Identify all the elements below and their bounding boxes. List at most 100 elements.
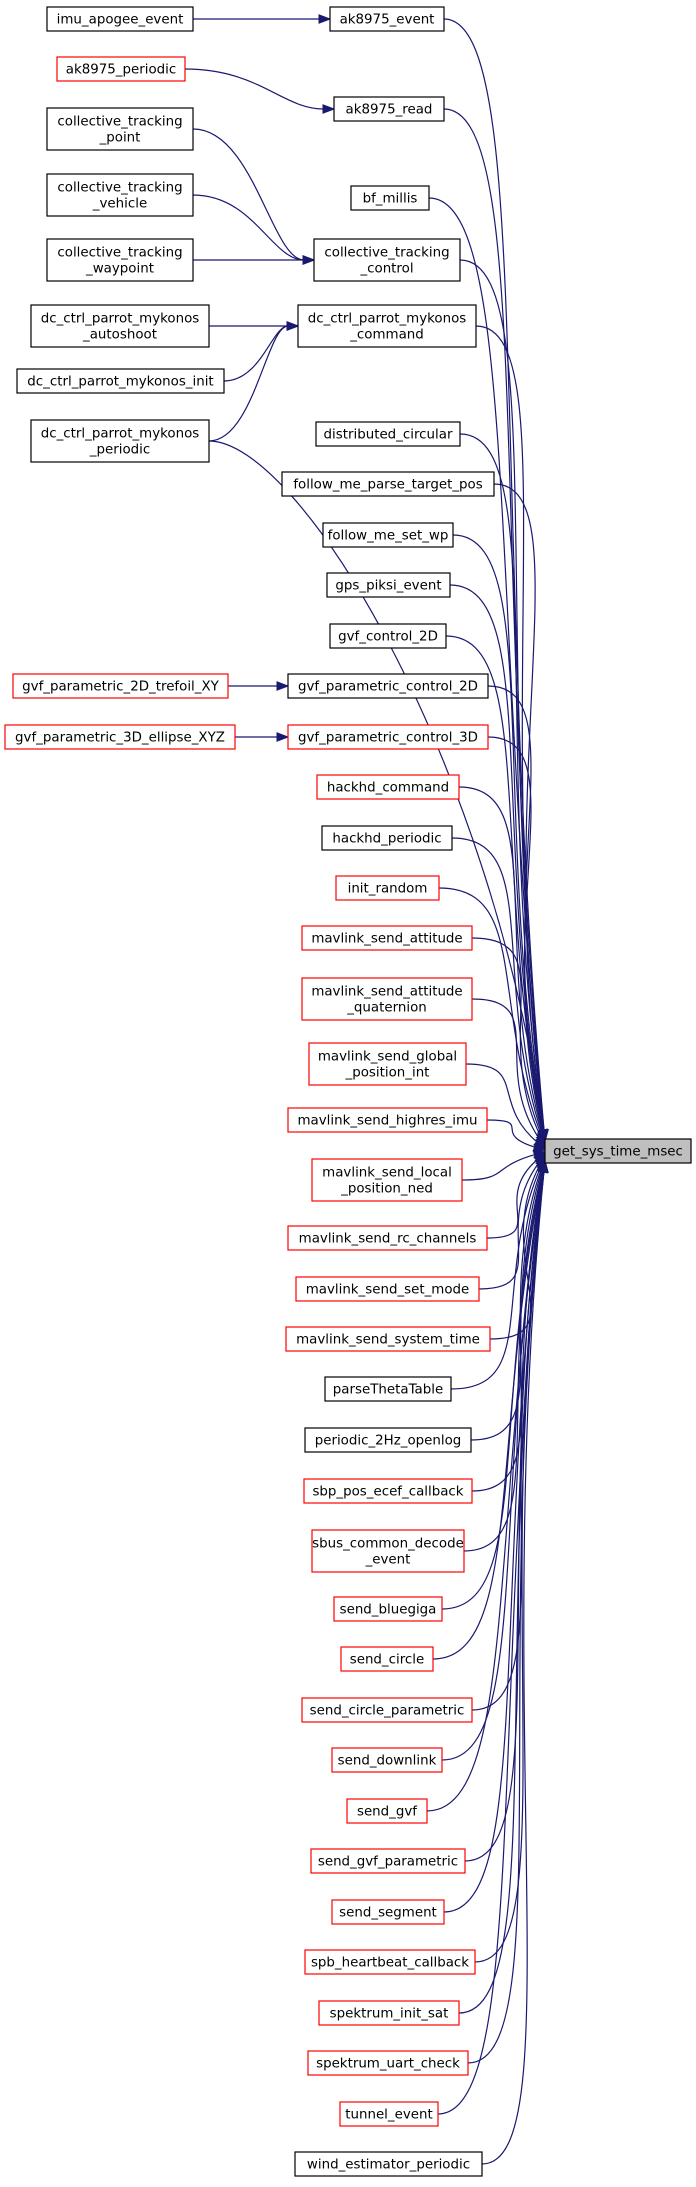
node-dc-ctrl-parrot-mykonos-command[interactable]: dc_ctrl_parrot_mykonos_command: [297, 304, 477, 348]
node-collective-tracking-vehicle[interactable]: collective_tracking_vehicle: [46, 173, 194, 217]
node-gvf-parametric-2D-trefoil-XY[interactable]: gvf_parametric_2D_trefoil_XY: [12, 673, 229, 699]
node-follow-me-set-wp[interactable]: follow_me_set_wp: [322, 522, 454, 548]
node-mavlink-send-highres-imu[interactable]: mavlink_send_highres_imu: [287, 1107, 488, 1133]
node-mavlink-send-rc-channels[interactable]: mavlink_send_rc_channels: [287, 1225, 488, 1251]
node-label: collective_tracking: [57, 246, 182, 261]
node-label: init_random: [348, 882, 428, 897]
node-collective-tracking-waypoint[interactable]: collective_tracking_waypoint: [46, 238, 194, 282]
node-box: [329, 623, 447, 649]
node-collective-tracking-control[interactable]: collective_tracking_control: [313, 238, 461, 282]
node-ak8975-event[interactable]: ak8975_event: [329, 6, 445, 32]
node-mavlink-send-attitude-quaternion[interactable]: mavlink_send_attitude_quaternion: [301, 977, 473, 1021]
node-send-downlink[interactable]: send_downlink: [331, 1747, 443, 1773]
node-label: mavlink_send_rc_channels: [299, 1232, 477, 1247]
node-hackhd-command[interactable]: hackhd_command: [316, 774, 460, 800]
node-label: _quaternion: [346, 1001, 427, 1016]
node-box: [331, 1747, 443, 1773]
node-label: mavlink_send_local: [322, 1166, 452, 1181]
node-init-random[interactable]: init_random: [335, 875, 440, 901]
node-box: [318, 2000, 460, 2026]
graph-nodes: imu_apogee_event ak8975_event ak8975_perio…: [4, 6, 692, 2177]
edge-path: [458, 786, 543, 1133]
node-label: send_circle_parametric: [310, 1704, 465, 1719]
node-send-circle[interactable]: send_circle: [340, 1646, 434, 1672]
node-label: _command: [349, 328, 424, 343]
node-box: [30, 304, 210, 348]
node-parseThetaTable[interactable]: parseThetaTable: [324, 1376, 452, 1402]
node-send-bluegiga[interactable]: send_bluegiga: [333, 1596, 443, 1622]
node-mavlink-send-set-mode[interactable]: mavlink_send_set_mode: [295, 1276, 480, 1302]
node-spb-heartbeat-callback[interactable]: spb_heartbeat_callback: [304, 1949, 476, 1975]
edge-arrowhead: [538, 1159, 549, 1173]
node-spektrum-init-sat[interactable]: spektrum_init_sat: [318, 2000, 460, 2026]
node-ak8975-periodic[interactable]: ak8975_periodic: [56, 56, 186, 82]
edge-collective-tracking-vehicle-to-collective-tracking-control: [192, 194, 316, 265]
node-box: [301, 977, 473, 1021]
node-send-circle-parametric[interactable]: send_circle_parametric: [301, 1697, 473, 1723]
edge-path: [184, 68, 325, 110]
node-sbus-common-decode-event[interactable]: sbus_common_decode_event: [311, 1529, 465, 1573]
node-gvf-parametric-control-3D[interactable]: gvf_parametric_control_3D: [287, 724, 489, 750]
node-mavlink-send-global-position-int[interactable]: mavlink_send_global_position_int: [308, 1042, 467, 1086]
node-label: imu_apogee_event: [57, 13, 184, 28]
node-label: wind_estimator_periodic: [307, 2158, 470, 2173]
node-send-gvf[interactable]: send_gvf: [346, 1798, 428, 1824]
edge-path: [192, 194, 305, 261]
edge-path: [443, 1170, 545, 1913]
node-gps-piksi-event[interactable]: gps_piksi_event: [326, 572, 451, 598]
node-mavlink-send-system-time[interactable]: mavlink_send_system_time: [285, 1326, 491, 1352]
node-dc-ctrl-parrot-mykonos-periodic[interactable]: dc_ctrl_parrot_mykonos_periodic: [30, 419, 210, 463]
node-dc-ctrl-parrot-mykonos-autoshoot[interactable]: dc_ctrl_parrot_mykonos_autoshoot: [30, 304, 210, 348]
edge-dc-ctrl-parrot-mykonos-periodic-to-dc-ctrl-parrot-mykonos-command: [208, 321, 300, 442]
node-distributed-circular[interactable]: distributed_circular: [315, 421, 461, 447]
node-sbp-pos-ecef-callback[interactable]: sbp_pos_ecef_callback: [303, 1478, 473, 1504]
node-box: [281, 471, 495, 497]
edge-path: [437, 1170, 545, 2115]
node-box: [326, 572, 451, 598]
node-tunnel-event[interactable]: tunnel_event: [339, 2101, 439, 2127]
node-bf-millis[interactable]: bf_millis: [350, 185, 430, 211]
node-box: [285, 1326, 491, 1352]
node-label: sbus_common_decode: [312, 1537, 464, 1552]
edge-path: [426, 1170, 545, 1812]
node-label: mavlink_send_set_mode: [306, 1283, 470, 1298]
edge-path: [489, 1164, 541, 1340]
node-box: [294, 2151, 483, 2177]
edge-path: [461, 1153, 536, 1181]
node-imu-apogee-event[interactable]: imu_apogee_event: [46, 6, 194, 32]
node-gvf-parametric-control-2D[interactable]: gvf_parametric_control_2D: [287, 673, 489, 699]
node-label: _position_ned: [340, 1182, 433, 1197]
node-box: [46, 238, 194, 282]
node-gvf-control-2D[interactable]: gvf_control_2D: [329, 623, 447, 649]
node-box: [56, 56, 186, 82]
node-dc-ctrl-parrot-mykonos-init[interactable]: dc_ctrl_parrot_mykonos_init: [16, 368, 225, 394]
node-mavlink-send-local-position-ned[interactable]: mavlink_send_local_position_ned: [311, 1158, 463, 1202]
edge-ak8975-periodic-to-ak8975-read: [184, 68, 336, 114]
node-label: gps_piksi_event: [335, 579, 441, 594]
node-label: gvf_parametric_control_3D: [298, 731, 478, 746]
node-follow-me-parse-target-pos[interactable]: follow_me_parse_target_pos: [281, 471, 495, 497]
node-label: send_gvf_parametric: [318, 1855, 458, 1870]
node-periodic-2Hz-openlog[interactable]: periodic_2Hz_openlog: [304, 1427, 472, 1453]
node-send-segment[interactable]: send_segment: [331, 1899, 445, 1925]
node-label: mavlink_send_global: [318, 1050, 457, 1065]
node-label: send_circle: [350, 1653, 425, 1668]
node-wind-estimator-periodic[interactable]: wind_estimator_periodic: [294, 2151, 483, 2177]
node-box: [287, 724, 489, 750]
node-spektrum-uart-check[interactable]: spektrum_uart_check: [307, 2050, 469, 2076]
node-send-gvf-parametric[interactable]: send_gvf_parametric: [310, 1848, 466, 1874]
node-get-sys-time-msec[interactable]: get_sys_time_msec: [544, 1138, 692, 1164]
node-label: _event: [365, 1553, 411, 1568]
edge-path: [463, 1170, 544, 1552]
graph-edges: [184, 14, 549, 2165]
node-mavlink-send-attitude[interactable]: mavlink_send_attitude: [301, 925, 473, 951]
edge-hackhd-command-to-get-sys-time-msec: [458, 786, 547, 1144]
node-collective-tracking-point[interactable]: collective_tracking_point: [46, 107, 194, 151]
edge-path: [486, 1159, 538, 1239]
node-box: [304, 1949, 476, 1975]
node-ak8975-read[interactable]: ak8975_read: [333, 96, 445, 122]
node-gvf-parametric-3D-ellipse-XYZ[interactable]: gvf_parametric_3D_ellipse_XYZ: [4, 724, 236, 750]
node-box: [340, 1646, 434, 1672]
node-label: gvf_parametric_2D_trefoil_XY: [22, 680, 220, 695]
node-hackhd-periodic[interactable]: hackhd_periodic: [321, 825, 453, 851]
